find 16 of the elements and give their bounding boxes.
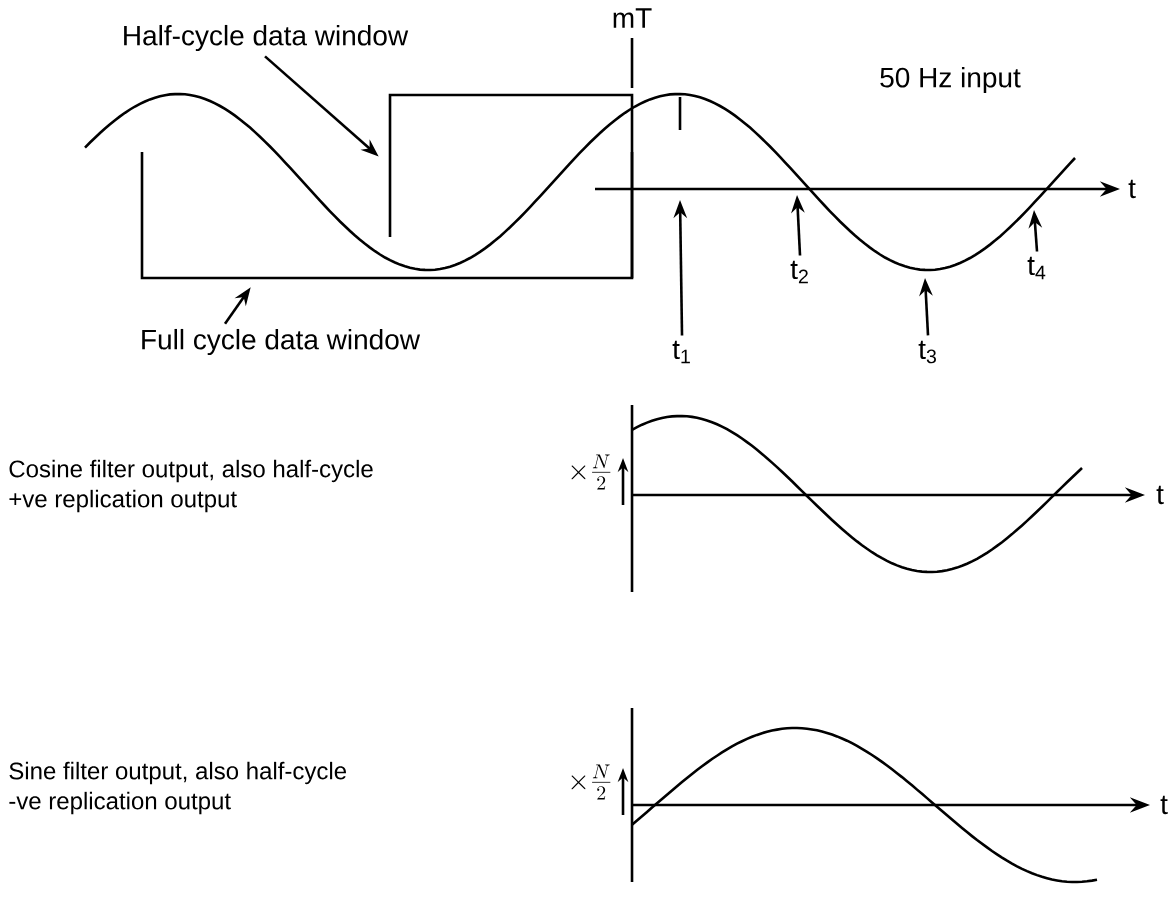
time-label: t$_{4}$ bbox=[1027, 256, 1046, 280]
scale-formula: $\times\frac{N}{2}$ bbox=[571, 764, 611, 800]
time-label: t$_{1}$ bbox=[672, 340, 690, 364]
scale-formula: $\times\frac{N}{2}$ bbox=[571, 454, 611, 490]
callout-text: Half-cycle data window bbox=[124, 24, 409, 52]
callout-text: Full cycle data window bbox=[142, 328, 421, 356]
axis-label: mT bbox=[613, 8, 652, 28]
axis-label: t bbox=[1160, 795, 1168, 815]
caption-text: Cosine filter output, also half-cycle +ve replication output bbox=[9, 459, 373, 513]
time-label: t$_{2}$ bbox=[790, 260, 808, 284]
caption-text: 50 Hz input bbox=[880, 66, 1021, 94]
window-bracket bbox=[140, 152, 634, 280]
time-label: t$_{3}$ bbox=[918, 340, 936, 364]
axis-label: t bbox=[1156, 485, 1164, 505]
caption-text: Sine filter output, also half-cycle -ve replication output bbox=[9, 761, 346, 815]
axis-label: t bbox=[1128, 179, 1136, 199]
